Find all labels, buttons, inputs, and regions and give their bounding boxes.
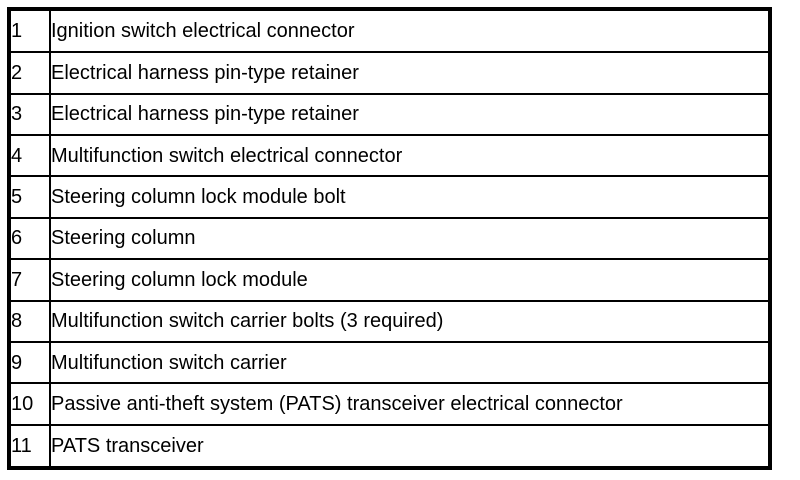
row-number-cell: 3 — [8, 92, 51, 136]
row-description-cell: PATS transceiver — [49, 423, 771, 470]
table-row: 1 Ignition switch electrical connector — [8, 7, 771, 54]
parts-table-body: 1 Ignition switch electrical connector 2… — [8, 7, 771, 470]
row-number-cell: 8 — [8, 299, 51, 343]
row-number-cell: 6 — [8, 216, 51, 261]
row-description-cell: Steering column lock module — [49, 258, 771, 302]
parts-legend-table: 1 Ignition switch electrical connector 2… — [7, 7, 772, 470]
row-number-cell: 9 — [8, 340, 51, 385]
table-row: 8 Multifunction switch carrier bolts (3 … — [8, 299, 771, 343]
row-description-cell: Passive anti-theft system (PATS) transce… — [49, 382, 771, 426]
table-row: 5 Steering column lock module bolt — [8, 175, 771, 219]
row-number-cell: 5 — [8, 175, 51, 219]
row-number-cell: 2 — [8, 51, 51, 95]
row-description-cell: Multifunction switch electrical connecto… — [49, 133, 771, 178]
table-row: 6 Steering column — [8, 216, 771, 261]
row-number-cell: 4 — [8, 133, 51, 178]
row-description-cell: Ignition switch electrical connector — [49, 7, 771, 54]
table-row: 4 Multifunction switch electrical connec… — [8, 133, 771, 178]
row-number-cell: 7 — [8, 258, 51, 302]
row-description-cell: Multifunction switch carrier — [49, 340, 771, 385]
row-description-cell: Electrical harness pin-type retainer — [49, 51, 771, 95]
row-number-cell: 10 — [8, 382, 51, 426]
table-row: 3 Electrical harness pin-type retainer — [8, 92, 771, 136]
table-row: 2 Electrical harness pin-type retainer — [8, 51, 771, 95]
row-description-cell: Steering column lock module bolt — [49, 175, 771, 219]
row-number-cell: 1 — [8, 7, 51, 54]
table-row: 11 PATS transceiver — [8, 423, 771, 470]
table-row: 7 Steering column lock module — [8, 258, 771, 302]
row-description-cell: Multifunction switch carrier bolts (3 re… — [49, 299, 771, 343]
row-description-cell: Electrical harness pin-type retainer — [49, 92, 771, 136]
row-number-cell: 11 — [8, 423, 51, 470]
table-row: 10 Passive anti-theft system (PATS) tran… — [8, 382, 771, 426]
row-description-cell: Steering column — [49, 216, 771, 261]
table-row: 9 Multifunction switch carrier — [8, 340, 771, 385]
